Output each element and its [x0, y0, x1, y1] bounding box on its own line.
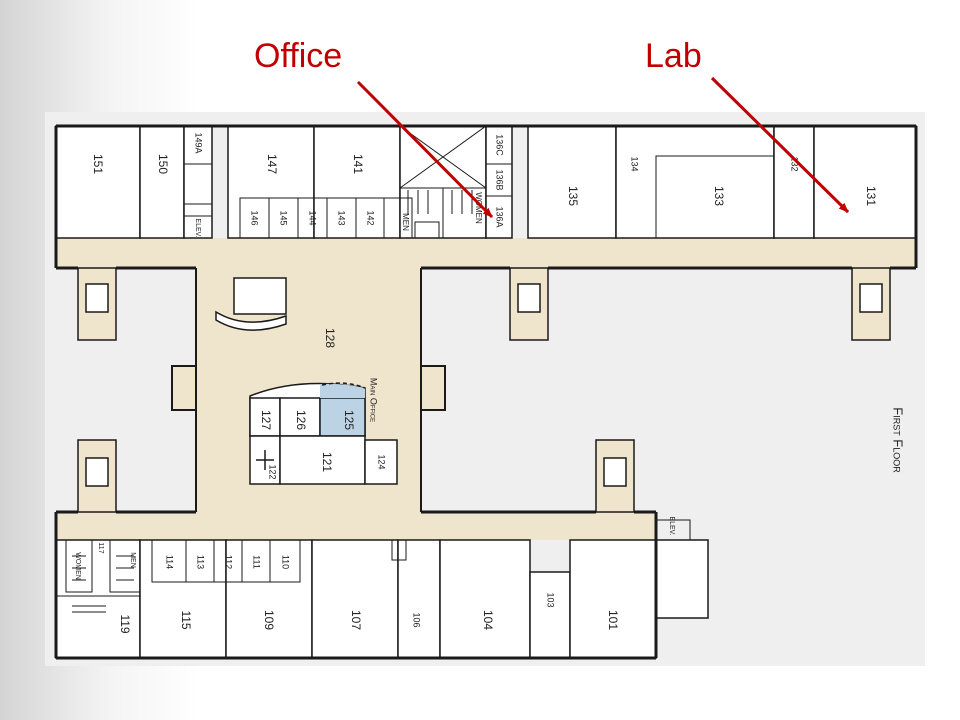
room-141-label: 141: [351, 154, 365, 174]
room-136a-label: 136A: [495, 206, 505, 227]
room-125-label: 125: [342, 410, 356, 430]
north-outer-walls: [54, 124, 918, 270]
room-145-label: 145: [279, 210, 289, 225]
room-110-label: 110: [281, 555, 291, 569]
room-150-label: 150: [156, 154, 170, 174]
room-132-label: 132: [790, 156, 800, 171]
room-114-label: 114: [165, 555, 175, 569]
room-104-label: 104: [481, 610, 495, 630]
room-101-label: 101: [606, 610, 620, 630]
elevator-top-label: Elev.: [194, 218, 201, 237]
restroom-men-bottom-label: Men: [129, 552, 136, 568]
north-room-labels: 151 150 149A 147 141 146 145 144 143 142…: [91, 132, 878, 237]
room-136c-label: 136C: [495, 134, 505, 156]
stairs-top: [77, 267, 891, 341]
room-151-label: 151: [91, 154, 105, 174]
south-outer-walls: [54, 510, 658, 660]
restroom-women-bottom-label: Women: [74, 552, 81, 580]
lab-arrow: [710, 76, 850, 214]
room-135-label: 135: [566, 186, 580, 206]
north-corridor: [56, 238, 916, 268]
room-106-label: 106: [412, 612, 422, 627]
south-room-labels: 119 115 114 113 112 111 110 109 107 106 …: [74, 516, 675, 633]
room-133-label: 133: [712, 186, 726, 206]
room-147-label: 147: [265, 154, 279, 174]
room-103-label: 103: [546, 592, 556, 607]
restroom-women-top-label: Women: [474, 192, 483, 224]
restroom-stalls-bottom: [72, 555, 134, 613]
floor-label: First Floor: [891, 407, 906, 473]
room-112-label: 112: [224, 555, 234, 569]
room-117-label: 117: [97, 542, 104, 553]
room-126-label: 126: [294, 410, 308, 430]
east-vestibule: [421, 366, 445, 410]
room-107-label: 107: [349, 610, 363, 630]
central-labels: 128 Main Office 127 126 125 121 122 124: [259, 328, 387, 480]
room-131-label: 131: [864, 186, 878, 206]
room-143-label: 143: [337, 210, 347, 225]
room-124-label: 124: [377, 454, 387, 469]
south-corridor: [56, 512, 656, 540]
elevator-bottom-label: Elev.: [668, 516, 675, 535]
room-121-label: 121: [320, 452, 334, 472]
room-144-label: 144: [308, 210, 318, 225]
room-149a-label: 149A: [194, 132, 204, 153]
office-callout-label: Office: [254, 37, 343, 75]
main-office-block: [249, 382, 398, 485]
restroom-stalls-top: [407, 190, 473, 214]
south-partitions: [56, 519, 691, 597]
office-arrow: [356, 80, 494, 219]
lab-callout-label: Lab: [645, 37, 702, 75]
room-109-label: 109: [262, 610, 276, 630]
room-122-label: 122: [268, 464, 278, 479]
room-142-label: 142: [366, 210, 376, 225]
north-partitions: [183, 125, 775, 239]
room-127-label: 127: [259, 410, 273, 430]
room-115-label: 115: [179, 610, 193, 629]
north-wing-rooms: [55, 125, 917, 239]
room-146-label: 146: [250, 210, 260, 225]
main-office-label: Main Office: [369, 378, 379, 422]
room-128-label: 128: [323, 328, 337, 348]
restroom-men-top-label: Men: [401, 213, 410, 231]
west-vestibule: [172, 366, 196, 410]
south-wing-rooms: [55, 539, 709, 659]
stairs-bottom: [77, 439, 635, 513]
lobby-feature: [215, 277, 287, 331]
room-111-label: 111: [252, 555, 262, 569]
room-113-label: 113: [196, 555, 206, 569]
room-119-label: 119: [118, 614, 132, 633]
lobby-walls: [171, 268, 446, 512]
room-134-label: 134: [630, 156, 640, 171]
room-136b-label: 136B: [495, 169, 505, 190]
